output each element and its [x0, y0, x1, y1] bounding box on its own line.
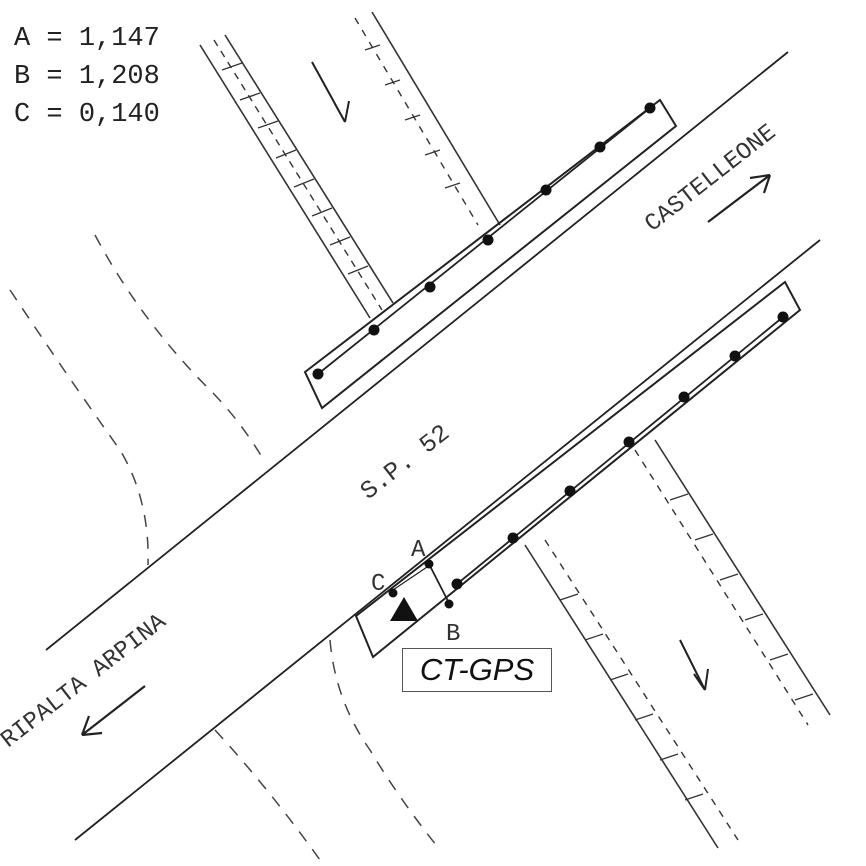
point-b-label: B: [446, 621, 460, 648]
point-b-marker: [444, 599, 454, 609]
upper-left-canal: [199, 34, 394, 319]
lower-right-canal: [524, 439, 831, 849]
post-marker: [368, 324, 380, 336]
road-name-label: S.P. 52: [355, 419, 456, 507]
flow-arrow-icon: [679, 639, 709, 691]
post-marker: [507, 532, 519, 544]
measurement-c: C = 0,140: [14, 100, 160, 130]
post-marker: [482, 234, 494, 246]
main-road: [45, 51, 821, 841]
point-a-label: A: [411, 537, 426, 564]
measurement-a: A = 1,147: [14, 24, 160, 54]
point-a-marker: [424, 559, 434, 569]
station-label-box: CT-GPS: [402, 648, 552, 692]
measurement-b: B = 1,208: [14, 62, 160, 92]
upper-barrier: [303, 98, 678, 410]
post-marker: [424, 281, 436, 293]
post-marker: [623, 436, 635, 448]
post-marker: [564, 485, 576, 497]
point-c-marker: [388, 588, 398, 598]
post-marker: [540, 184, 552, 196]
arrow-southwest-icon: [80, 685, 146, 737]
point-c-label: C: [371, 571, 385, 598]
post-marker: [729, 350, 741, 362]
post-marker: [594, 141, 606, 153]
lower-barrier: [354, 280, 802, 659]
side-road-curves: [9, 234, 441, 861]
post-marker: [644, 102, 656, 114]
post-marker: [451, 578, 463, 590]
arrow-northeast-icon: [707, 173, 772, 223]
post-marker: [777, 311, 789, 323]
measurement-legend: A = 1,147 B = 1,208 C = 0,140: [14, 20, 160, 134]
upper-right-canal: [354, 11, 501, 226]
post-marker: [312, 368, 324, 380]
flow-arrow-icon: [311, 61, 350, 123]
station-triangle-icon: [390, 597, 418, 621]
post-marker: [678, 391, 690, 403]
